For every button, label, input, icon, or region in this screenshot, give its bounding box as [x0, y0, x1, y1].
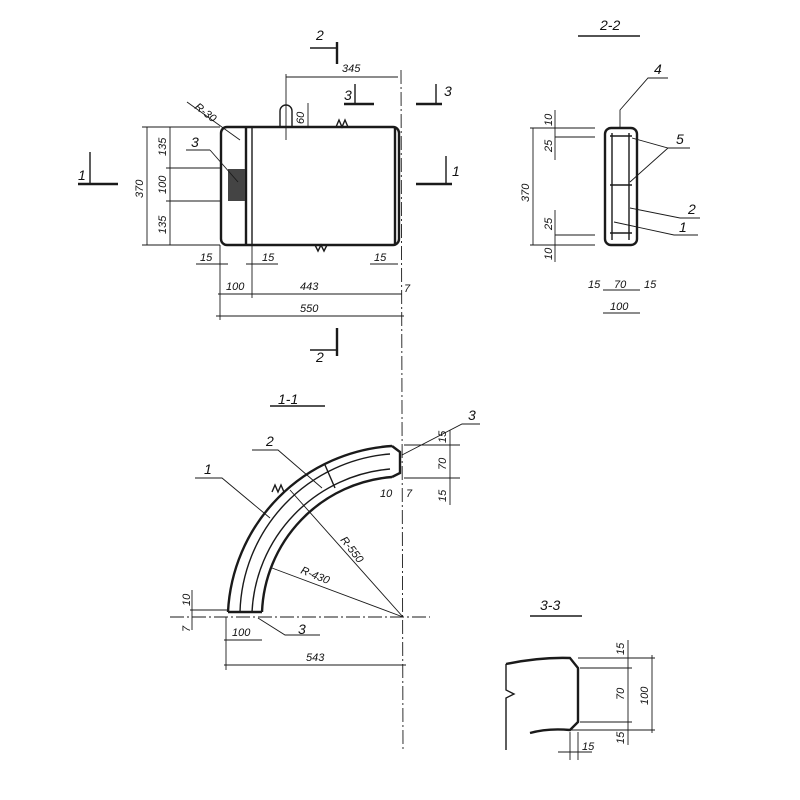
callout-1-label: 1 [204, 461, 212, 477]
dim-100: 100 [639, 686, 651, 705]
break-line [505, 664, 516, 750]
callout-1-label: 1 [679, 219, 687, 235]
arc-inner [260, 475, 393, 613]
section-1-1: 1-1 1 2 3 3 R-550 R-430 15 70 15 10 7 10… [170, 391, 480, 670]
callout-2-leader [252, 449, 323, 489]
dim-7-right: 7 [406, 488, 413, 500]
section-1-1-title: 1-1 [278, 391, 298, 407]
weld-mark-top [335, 118, 349, 129]
dim-70: 70 [614, 279, 627, 291]
callout-2-leader [629, 207, 700, 219]
dim-550: 550 [300, 303, 319, 315]
callout-3-top-label: 3 [468, 407, 476, 423]
section-2-2-title: 2-2 [599, 17, 620, 33]
callout-4-leader [619, 77, 668, 128]
section-2-top-label: 2 [315, 27, 324, 43]
section-3-left-label: 3 [344, 87, 352, 103]
dim-15-right: 15 [644, 279, 657, 291]
dim-15-bottom: 15 [615, 731, 627, 744]
dim-60: 60 [295, 111, 307, 124]
section-3-3-title: 3-3 [540, 597, 560, 613]
dim-7: 7 [404, 283, 411, 295]
dim-443: 443 [300, 281, 319, 293]
dim-10-bottom: 10 [543, 247, 555, 260]
dim-370: 370 [520, 183, 532, 202]
radius-line-inner [271, 567, 404, 618]
dim-15-width: 15 [582, 741, 595, 753]
callout-4-label: 4 [654, 61, 662, 77]
dim-135-bottom: 135 [157, 215, 169, 234]
dim-100: 100 [232, 627, 251, 639]
dim-15-bottom: 15 [437, 489, 449, 502]
stirrup [324, 464, 336, 489]
dim-345: 345 [342, 63, 361, 75]
callout-3-label: 3 [191, 134, 199, 150]
section-3-right-label: 3 [444, 83, 452, 99]
section-1-left-label: 1 [78, 167, 86, 183]
dim-15-left: 15 [588, 279, 601, 291]
section-2-2: 2-2 4 5 2 1 370 10 25 25 10 15 70 15 100 [520, 17, 700, 314]
dim-10-right: 10 [380, 488, 393, 500]
dim-25-top: 25 [543, 139, 555, 153]
arc-outer [226, 444, 393, 613]
dim-100: 100 [610, 301, 629, 313]
dim-543: 543 [306, 652, 325, 664]
plate-outline [219, 125, 401, 247]
dim-135-top: 135 [157, 137, 169, 156]
dim-370: 370 [134, 179, 146, 198]
dim-15-top: 15 [437, 430, 449, 443]
callout-1-leader [195, 477, 271, 519]
callout-5-label: 5 [676, 131, 684, 147]
radius-leader [186, 101, 241, 141]
dim-70: 70 [615, 687, 627, 700]
dim-10-left: 10 [181, 593, 193, 606]
callout-2-label: 2 [265, 433, 274, 449]
callout-3-bottom-label: 3 [298, 621, 306, 637]
dim-15-mid: 15 [262, 252, 275, 264]
dim-70: 70 [437, 457, 449, 470]
callout-3-leader [209, 149, 239, 183]
dim-100-mid: 100 [157, 175, 169, 194]
center-line-vertical [400, 69, 404, 751]
section-1-right-label: 1 [452, 163, 460, 179]
rebar-inner [251, 468, 391, 613]
plan-view: 1 1 2 2 3 3 R-30 3 345 60 370 135 [78, 27, 460, 365]
dim-15-right: 15 [374, 252, 387, 264]
radius-line-outer [289, 489, 404, 618]
dim-10-top: 10 [543, 113, 555, 126]
section-2-bottom-label: 2 [315, 349, 324, 365]
arc-end-top [391, 445, 402, 479]
callout-1-leader [613, 221, 698, 236]
section-2-2-outline [603, 126, 639, 247]
weld-mark [271, 483, 285, 494]
callout-3-bottom-leader [257, 617, 320, 636]
weld-mark-bottom [314, 243, 328, 253]
dim-15-top: 15 [615, 642, 627, 655]
dim-15-left: 15 [200, 252, 213, 264]
callout-2-label: 2 [687, 201, 696, 217]
dim-100: 100 [226, 281, 245, 293]
callout-5-leader [629, 137, 690, 183]
hatched-insert [228, 169, 245, 201]
radius-outer-label: R-550 [338, 534, 366, 566]
dim-7-left: 7 [181, 625, 193, 632]
section-3-3: 3-3 15 70 100 15 15 [505, 597, 655, 760]
dim-25-bottom: 25 [543, 217, 555, 231]
rebar-outer [239, 453, 391, 613]
section-3-3-outline [505, 656, 580, 735]
